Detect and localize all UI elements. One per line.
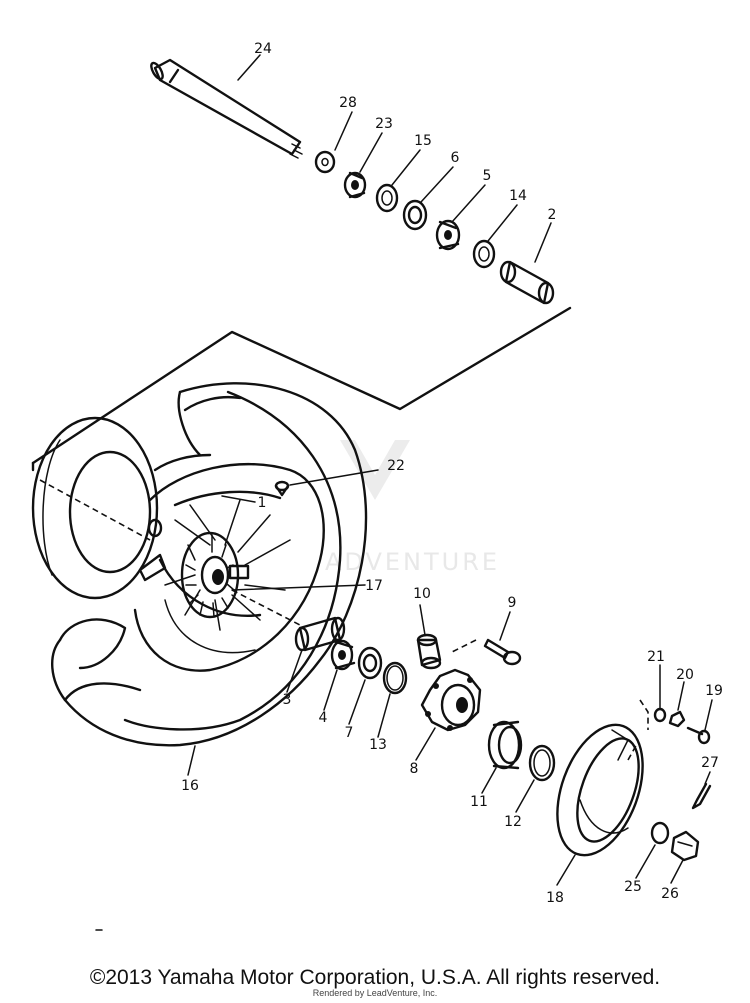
seal-part-6[interactable] (402, 199, 428, 231)
hub-bracket-outline (31, 306, 572, 465)
washer-part-25[interactable] (650, 821, 670, 845)
watermark-text: ADVENTURE (325, 548, 500, 576)
label-24: 24 (254, 41, 272, 57)
seal-part-15[interactable] (375, 183, 399, 213)
rendered-by-notice: Rendered by LeadVenture, Inc. (312, 988, 438, 998)
label-6: 6 (451, 150, 460, 166)
seal-part-7[interactable] (357, 646, 383, 680)
label-11: 11 (470, 794, 488, 810)
label-19: 19 (705, 683, 723, 699)
label-21: 21 (647, 649, 665, 665)
label-15: 15 (414, 133, 432, 149)
label-14: 14 (509, 188, 527, 204)
bolt-part-9[interactable] (451, 638, 522, 666)
label-2: 2 (548, 207, 557, 223)
label-8: 8 (410, 761, 419, 777)
bearing-part-4[interactable] (330, 639, 356, 671)
bearing-part-5[interactable] (435, 219, 461, 251)
clutch-hub-part-8[interactable] (420, 668, 482, 732)
copyright-notice: ©2013 Yamaha Motor Corporation, U.S.A. A… (89, 966, 661, 989)
washer-part-21[interactable] (653, 707, 667, 723)
label-27: 27 (701, 755, 719, 771)
hub-nub (138, 518, 167, 582)
part-labels: 24 28 23 15 6 5 14 2 22 1 17 10 9 21 20 … (181, 41, 723, 906)
collar-part-23[interactable] (343, 171, 367, 199)
label-22: 22 (387, 458, 405, 474)
label-26: 26 (661, 886, 679, 902)
washer-part-14[interactable] (472, 239, 496, 269)
label-5: 5 (483, 168, 492, 184)
label-25: 25 (624, 879, 642, 895)
spacer-part-2[interactable] (499, 260, 555, 305)
label-1: 1 (258, 495, 267, 511)
tire-part-16[interactable] (31, 382, 368, 747)
label-23: 23 (375, 116, 393, 132)
o-ring-part-13[interactable] (382, 661, 408, 695)
bearing-part-11[interactable] (487, 720, 523, 770)
valve-part-22[interactable] (274, 480, 290, 497)
collar-part-10[interactable] (416, 633, 442, 670)
washer-part-28[interactable] (314, 150, 336, 174)
label-7: 7 (345, 725, 354, 741)
label-13: 13 (369, 737, 387, 753)
watermark: ADVENTURE (325, 440, 500, 576)
bolt-part-19[interactable] (686, 726, 711, 745)
brake-plate-part-18[interactable] (541, 713, 659, 867)
hub-guide-line (231, 589, 301, 626)
label-28: 28 (339, 95, 357, 111)
label-17: 17 (365, 578, 383, 594)
leader-lines (187, 54, 713, 886)
label-20: 20 (676, 667, 694, 683)
axle-part-24[interactable] (149, 58, 303, 159)
nut-part-20[interactable] (668, 710, 686, 728)
label-16: 16 (181, 778, 199, 794)
hub-part-1[interactable] (180, 531, 250, 619)
label-12: 12 (504, 814, 522, 830)
label-18: 18 (546, 890, 564, 906)
label-9: 9 (508, 595, 517, 611)
label-4: 4 (319, 710, 328, 726)
cotter-pin-part-27[interactable] (691, 782, 712, 810)
nut-part-26[interactable] (670, 830, 700, 862)
circlip-part-12[interactable] (528, 744, 556, 782)
label-10: 10 (413, 586, 431, 602)
label-3: 3 (283, 692, 292, 708)
hardware-guide (639, 699, 649, 730)
